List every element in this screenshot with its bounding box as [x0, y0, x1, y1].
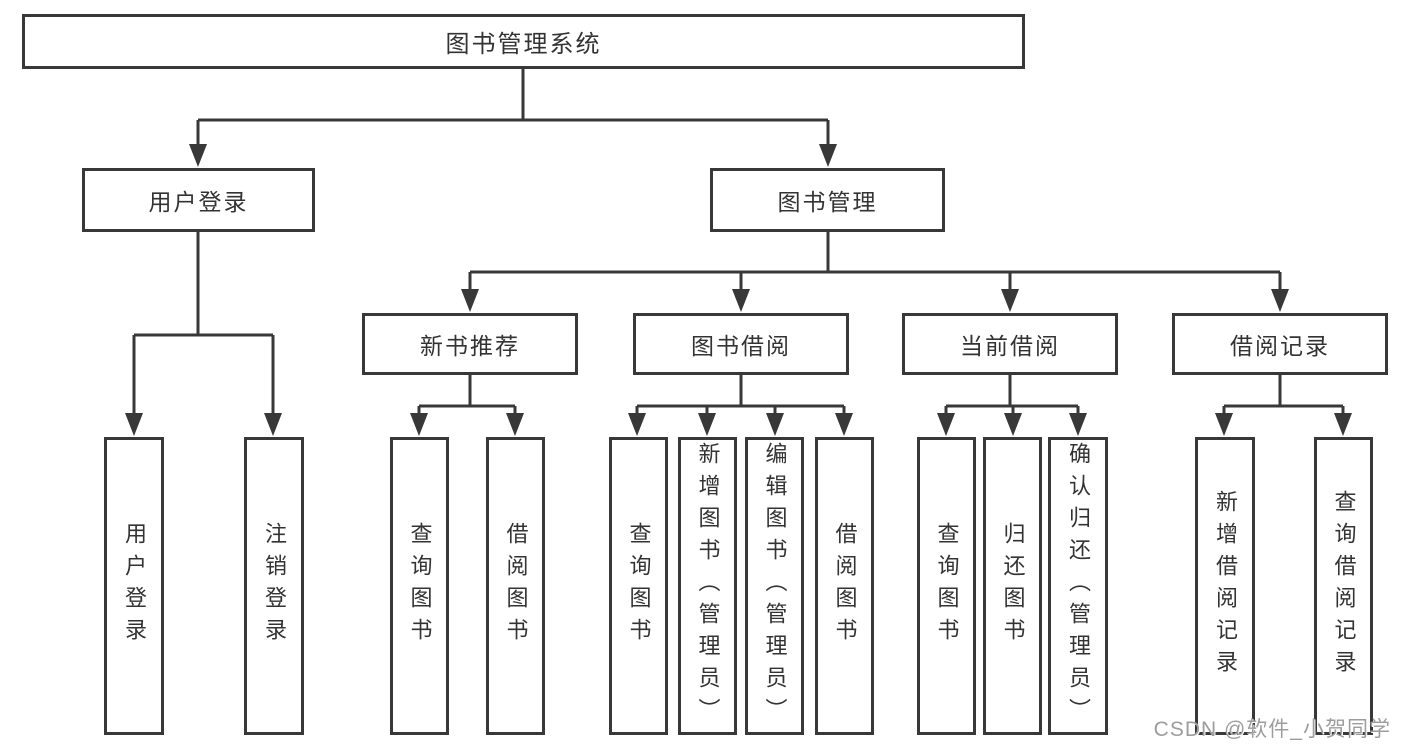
node-new-book-recommend-label: 新书推荐: [420, 333, 520, 359]
arrowhead-icon: [766, 413, 784, 436]
arrowhead-icon: [732, 289, 750, 312]
node-leaf-return-books-label: 归还图书: [1000, 522, 1026, 650]
watermark: CSDN @软件_小贺同学: [1153, 718, 1391, 741]
node-library-management-system: 图书管理系统: [22, 14, 1025, 69]
node-borrow-record: 借阅记录: [1172, 313, 1388, 375]
node-leaf-query-books-2-label: 查询图书: [626, 522, 652, 650]
node-leaf-add-books-admin: 新增图书（管理员）: [678, 437, 737, 735]
node-borrow-record-label: 借阅记录: [1230, 333, 1330, 359]
connector: [132, 232, 275, 420]
node-leaf-query-books-2: 查询图书: [609, 437, 668, 735]
node-library-management-system-label: 图书管理系统: [445, 31, 602, 58]
connector: [1222, 375, 1345, 420]
node-leaf-logout: 注销登录: [244, 437, 304, 735]
node-leaf-borrow-books-2-label: 借阅图书: [832, 522, 858, 650]
node-leaf-logout-label: 注销登录: [262, 522, 287, 650]
connector: [468, 232, 1282, 296]
arrowhead-icon: [1271, 289, 1289, 312]
arrowhead-icon: [1001, 289, 1019, 312]
node-leaf-query-borrow-record-label: 查询借阅记录: [1331, 490, 1357, 682]
arrowhead-icon: [698, 413, 716, 436]
arrowhead-icon: [461, 289, 479, 312]
node-leaf-borrow-books-1-label: 借阅图书: [503, 522, 529, 650]
node-leaf-query-borrow-record: 查询借阅记录: [1314, 437, 1373, 735]
arrowhead-icon: [819, 144, 837, 167]
node-leaf-query-books-1: 查询图书: [390, 437, 449, 735]
arrowhead-icon: [1334, 413, 1352, 436]
node-new-book-recommend: 新书推荐: [362, 313, 578, 375]
connector: [196, 69, 830, 152]
node-current-borrow-label: 当前借阅: [960, 333, 1060, 359]
arrowhead-icon: [410, 413, 428, 436]
arrowhead-icon: [189, 144, 207, 167]
arrowhead-icon: [628, 413, 646, 436]
connector: [417, 375, 517, 420]
node-leaf-confirm-return-admin: 确认归还（管理员）: [1048, 437, 1108, 735]
arrowhead-icon: [835, 413, 853, 436]
node-book-borrow-label: 图书借阅: [691, 333, 791, 359]
node-book-management-label: 图书管理: [777, 189, 878, 215]
arrowhead-icon: [1004, 413, 1022, 436]
arrowhead-icon: [1215, 413, 1233, 436]
node-leaf-borrow-books-2: 借阅图书: [815, 437, 874, 735]
arrowhead-icon: [937, 413, 955, 436]
node-current-borrow: 当前借阅: [902, 313, 1118, 375]
node-leaf-query-books-3-label: 查询图书: [934, 522, 960, 650]
arrowhead-icon: [506, 413, 524, 436]
arrowhead-icon: [264, 413, 282, 436]
node-leaf-add-borrow-record-label: 新增借阅记录: [1213, 490, 1238, 682]
node-leaf-user-login: 用户登录: [104, 437, 164, 735]
node-leaf-edit-books-admin: 编辑图书（管理员）: [745, 437, 804, 735]
node-leaf-confirm-return-admin-label: 确认归还（管理员）: [1066, 442, 1091, 730]
node-leaf-query-books-3: 查询图书: [917, 437, 976, 735]
node-leaf-add-books-admin-label: 新增图书（管理员）: [695, 442, 721, 730]
node-leaf-add-borrow-record: 新增借阅记录: [1195, 437, 1255, 735]
node-leaf-query-books-1-label: 查询图书: [407, 522, 433, 650]
node-book-management: 图书管理: [710, 168, 945, 232]
node-leaf-return-books: 归还图书: [983, 437, 1042, 735]
arrowhead-icon: [125, 413, 143, 436]
arrowhead-icon: [1069, 413, 1087, 436]
node-leaf-edit-books-admin-label: 编辑图书（管理员）: [762, 442, 788, 730]
node-user-login-label: 用户登录: [148, 189, 249, 215]
node-book-borrow: 图书借阅: [633, 313, 849, 375]
connector: [635, 375, 846, 420]
node-user-login: 用户登录: [82, 168, 315, 232]
node-leaf-borrow-books-1: 借阅图书: [486, 437, 545, 735]
node-leaf-user-login-label: 用户登录: [122, 522, 147, 650]
